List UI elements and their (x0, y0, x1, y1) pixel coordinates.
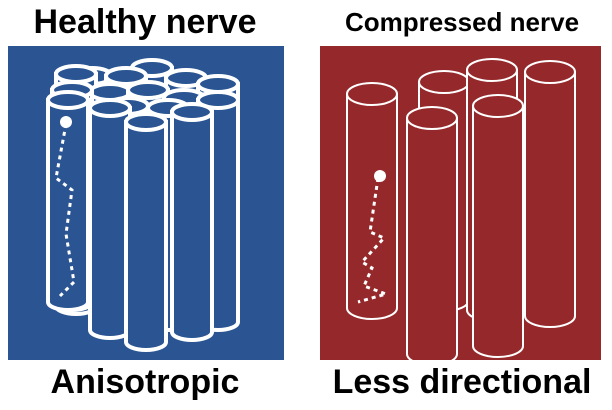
compressed-nerve-diagram (320, 46, 601, 360)
healthy-nerve-panel (8, 46, 284, 360)
nerve-fiber (406, 106, 458, 360)
compressed-fiber-bundle (346, 58, 576, 360)
nerve-fiber (170, 102, 214, 342)
healthy-nerve-title: Healthy nerve (33, 3, 257, 41)
anisotropic-caption: Anisotropic (50, 363, 240, 401)
healthy-diffusion-path (54, 123, 76, 298)
healthy-diffusion-start-dot (60, 116, 72, 128)
compressed-diffusion-start-dot (374, 170, 386, 182)
compressed-diffusion-path (357, 177, 391, 304)
healthy-fiber-bundle (46, 58, 240, 352)
less-directional-caption: Less directional (332, 363, 592, 401)
nerve-fiber (524, 60, 576, 328)
compressed-nerve-title: Compressed nerve (344, 7, 580, 37)
nerve-fiber (472, 94, 524, 358)
nerve-fiber (46, 90, 90, 312)
healthy-nerve-diagram (8, 46, 284, 360)
compressed-nerve-panel (320, 46, 601, 360)
nerve-fiber (124, 112, 168, 352)
nerve-fiber (346, 82, 398, 320)
